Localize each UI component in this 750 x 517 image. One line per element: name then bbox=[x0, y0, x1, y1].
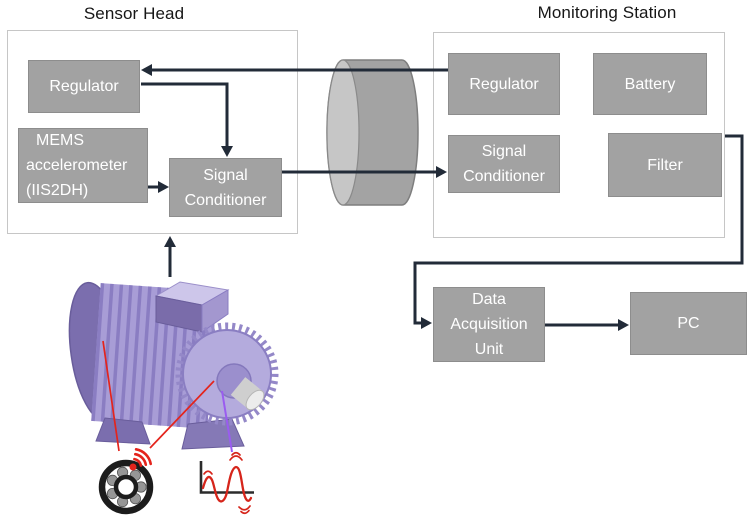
sensor-head-title: Sensor Head bbox=[83, 4, 185, 23]
block-label: Regulator bbox=[49, 78, 119, 95]
vibration-waveform-icon bbox=[199, 451, 254, 515]
block-label-line: (IIS2DH) bbox=[26, 182, 89, 199]
block-label-line: Data bbox=[472, 291, 506, 308]
filter-block: Filter bbox=[608, 133, 722, 197]
vibration-waves-icon bbox=[129, 448, 152, 471]
block-label-line: MEMS bbox=[36, 132, 84, 149]
monitoring-station-title: Monitoring Station bbox=[537, 3, 677, 22]
ball-bearing-icon bbox=[98, 459, 154, 515]
block-label: Battery bbox=[624, 75, 676, 93]
block-label-line: Signal bbox=[203, 166, 248, 184]
block-label-line: Signal bbox=[481, 143, 527, 160]
block-label-line: accelerometer bbox=[26, 157, 128, 174]
monitoring-signal-conditioner-block: Signal Conditioner bbox=[448, 135, 560, 193]
block-label-line: Conditioner bbox=[184, 191, 267, 209]
pc-block: PC bbox=[630, 292, 747, 355]
motor-icon bbox=[68, 281, 279, 450]
block-label: Regulator bbox=[469, 75, 539, 93]
battery-block: Battery bbox=[593, 53, 707, 115]
block-label-line: Acquisition bbox=[450, 316, 528, 333]
monitoring-regulator-block: Regulator bbox=[448, 53, 560, 115]
block-label: PC bbox=[677, 315, 700, 332]
block-label: Filter bbox=[647, 156, 683, 174]
block-label-line: Unit bbox=[474, 341, 504, 358]
sensor-head-signal-conditioner-block: Signal Conditioner bbox=[169, 158, 282, 217]
fault-pointer-lines bbox=[102, 340, 233, 453]
block-label-line: Conditioner bbox=[463, 168, 545, 185]
sensor-head-regulator-block: Regulator bbox=[28, 60, 140, 113]
cable-cylinder-icon bbox=[326, 59, 419, 206]
mems-accelerometer-block: MEMS accelerometer (IIS2DH) bbox=[18, 128, 148, 203]
data-acquisition-unit-block: Data Acquisition Unit bbox=[433, 287, 545, 362]
